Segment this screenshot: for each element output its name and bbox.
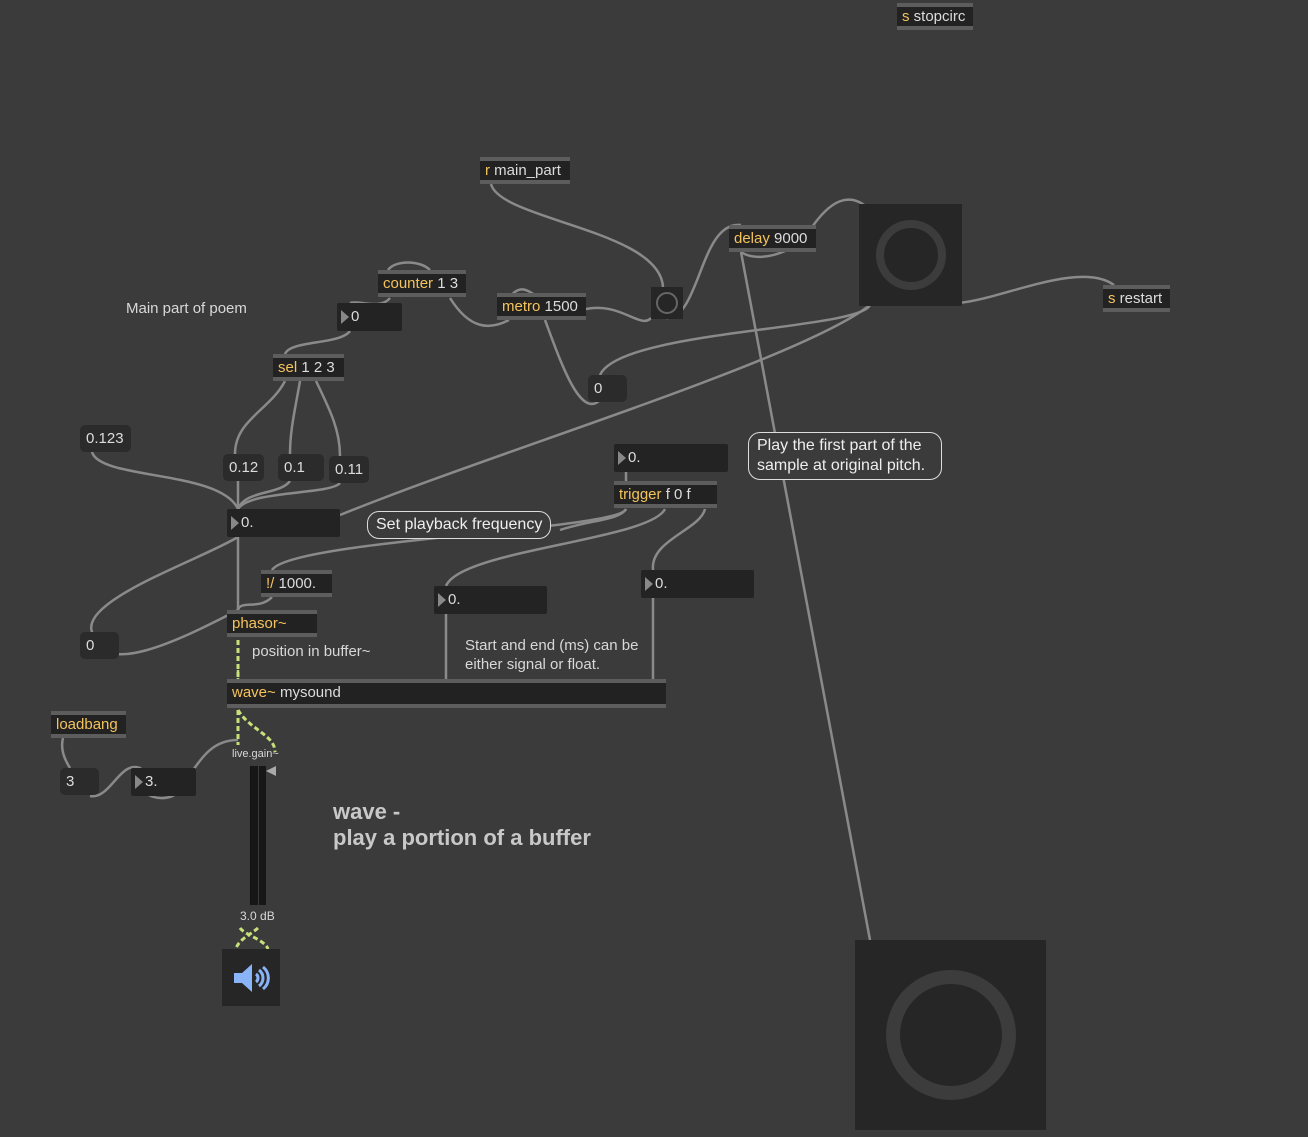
number-value: 3. xyxy=(145,773,158,790)
object-args: stopcirc xyxy=(913,8,966,25)
bang-button-small[interactable] xyxy=(651,287,683,319)
speaker-icon xyxy=(234,963,270,992)
message-zero-stop[interactable]: 0 xyxy=(588,375,627,402)
loadbang-object[interactable]: loadbang xyxy=(51,711,126,738)
comment-bubble-set-frequency: Set playback frequency xyxy=(367,511,552,539)
trigger-object[interactable]: trigger f 0 f xyxy=(614,481,717,508)
message-text: 0.123 xyxy=(86,430,124,447)
message-text: 0 xyxy=(594,380,603,397)
send-restart-object[interactable]: s restart xyxy=(1103,285,1170,312)
object-args: restart xyxy=(1119,290,1163,307)
number-value: 0. xyxy=(655,575,668,592)
title-line-2: play a portion of a buffer xyxy=(333,825,591,850)
message-zero-phase[interactable]: 0 xyxy=(80,632,119,659)
object-class: metro xyxy=(502,298,541,315)
dac-speaker-button[interactable] xyxy=(222,949,280,1006)
comment-bubble-play-first: Play the first part of the sample at ori… xyxy=(748,432,942,480)
title-line-1: wave - xyxy=(333,799,401,824)
bang-circle-icon xyxy=(656,292,678,314)
message-text: 0.11 xyxy=(335,461,364,478)
object-class: r xyxy=(485,162,490,179)
triangle-icon xyxy=(341,310,349,325)
start-number-box[interactable]: 0. xyxy=(434,586,547,614)
object-args: 9000 xyxy=(774,230,808,247)
comment-position: position in buffer~ xyxy=(252,643,371,660)
delay-object[interactable]: delay 9000 xyxy=(729,225,816,252)
comment-start-end: Start and end (ms) can be either signal … xyxy=(465,637,639,673)
message-011[interactable]: 0.11 xyxy=(329,456,369,483)
object-class: sel xyxy=(278,359,298,376)
phasor-object[interactable]: phasor~ xyxy=(227,610,317,637)
object-args: 1 3 xyxy=(437,275,459,292)
bang-button-bottom[interactable] xyxy=(855,940,1046,1130)
number-value: 0. xyxy=(448,591,461,608)
bang-button-large[interactable] xyxy=(859,204,962,306)
number-value: 0. xyxy=(241,514,254,531)
triangle-icon xyxy=(618,451,626,466)
triangle-icon xyxy=(438,593,446,608)
wave-object[interactable]: wave~ mysound xyxy=(227,679,666,708)
object-args: main_part xyxy=(494,162,561,179)
number-value: 0. xyxy=(628,449,641,466)
object-class: delay xyxy=(734,230,770,247)
bang-circle-icon xyxy=(885,970,1016,1100)
object-class: !/ xyxy=(266,575,275,592)
live-gain-slider[interactable] xyxy=(250,766,266,905)
object-args: f 0 f xyxy=(665,486,691,503)
message-012[interactable]: 0.12 xyxy=(223,454,264,481)
object-class: counter xyxy=(383,275,434,292)
object-args: 1500 xyxy=(544,298,578,315)
triangle-icon xyxy=(645,577,653,592)
object-args: 1 2 3 xyxy=(301,359,335,376)
object-class: trigger xyxy=(619,486,662,503)
message-text: 0.1 xyxy=(284,459,305,476)
gain-value: 3.0 dB xyxy=(240,909,275,923)
message-01[interactable]: 0.1 xyxy=(278,454,324,481)
bang-circle-icon xyxy=(875,220,946,290)
object-args: 1000. xyxy=(278,575,317,592)
reverse-divide-object[interactable]: !/ 1000. xyxy=(261,570,332,597)
message-0123[interactable]: 0.123 xyxy=(80,425,131,452)
triangle-icon xyxy=(231,516,239,531)
metro-object[interactable]: metro 1500 xyxy=(497,293,586,320)
receive-main-part-object[interactable]: r main_part xyxy=(480,157,570,184)
trigger-input-number-box[interactable]: 0. xyxy=(614,444,728,472)
gain-number-box[interactable]: 3. xyxy=(131,768,196,796)
message-text: 3 xyxy=(66,773,75,790)
object-class: phasor~ xyxy=(232,615,287,632)
number-value: 0 xyxy=(351,308,360,325)
object-class: wave~ xyxy=(232,684,276,701)
triangle-icon xyxy=(135,775,143,790)
send-stopcirc-object[interactable]: s stopcirc xyxy=(897,3,973,30)
end-number-box[interactable]: 0. xyxy=(641,570,754,598)
live-gain-label: live.gain~ xyxy=(232,748,279,760)
message-three[interactable]: 3 xyxy=(60,768,99,795)
frequency-number-box[interactable]: 0. xyxy=(227,509,340,537)
gain-handle-icon[interactable] xyxy=(266,766,276,776)
object-class: loadbang xyxy=(56,716,118,733)
object-args: mysound xyxy=(279,684,341,701)
message-text: 0.12 xyxy=(229,459,259,476)
counter-number-box[interactable]: 0 xyxy=(337,303,402,331)
message-text: 0 xyxy=(86,637,95,654)
comment-main-part: Main part of poem xyxy=(126,300,247,317)
object-class: s xyxy=(902,8,910,25)
counter-object[interactable]: counter 1 3 xyxy=(378,270,466,297)
select-object[interactable]: sel 1 2 3 xyxy=(273,354,344,381)
object-class: s xyxy=(1108,290,1116,307)
